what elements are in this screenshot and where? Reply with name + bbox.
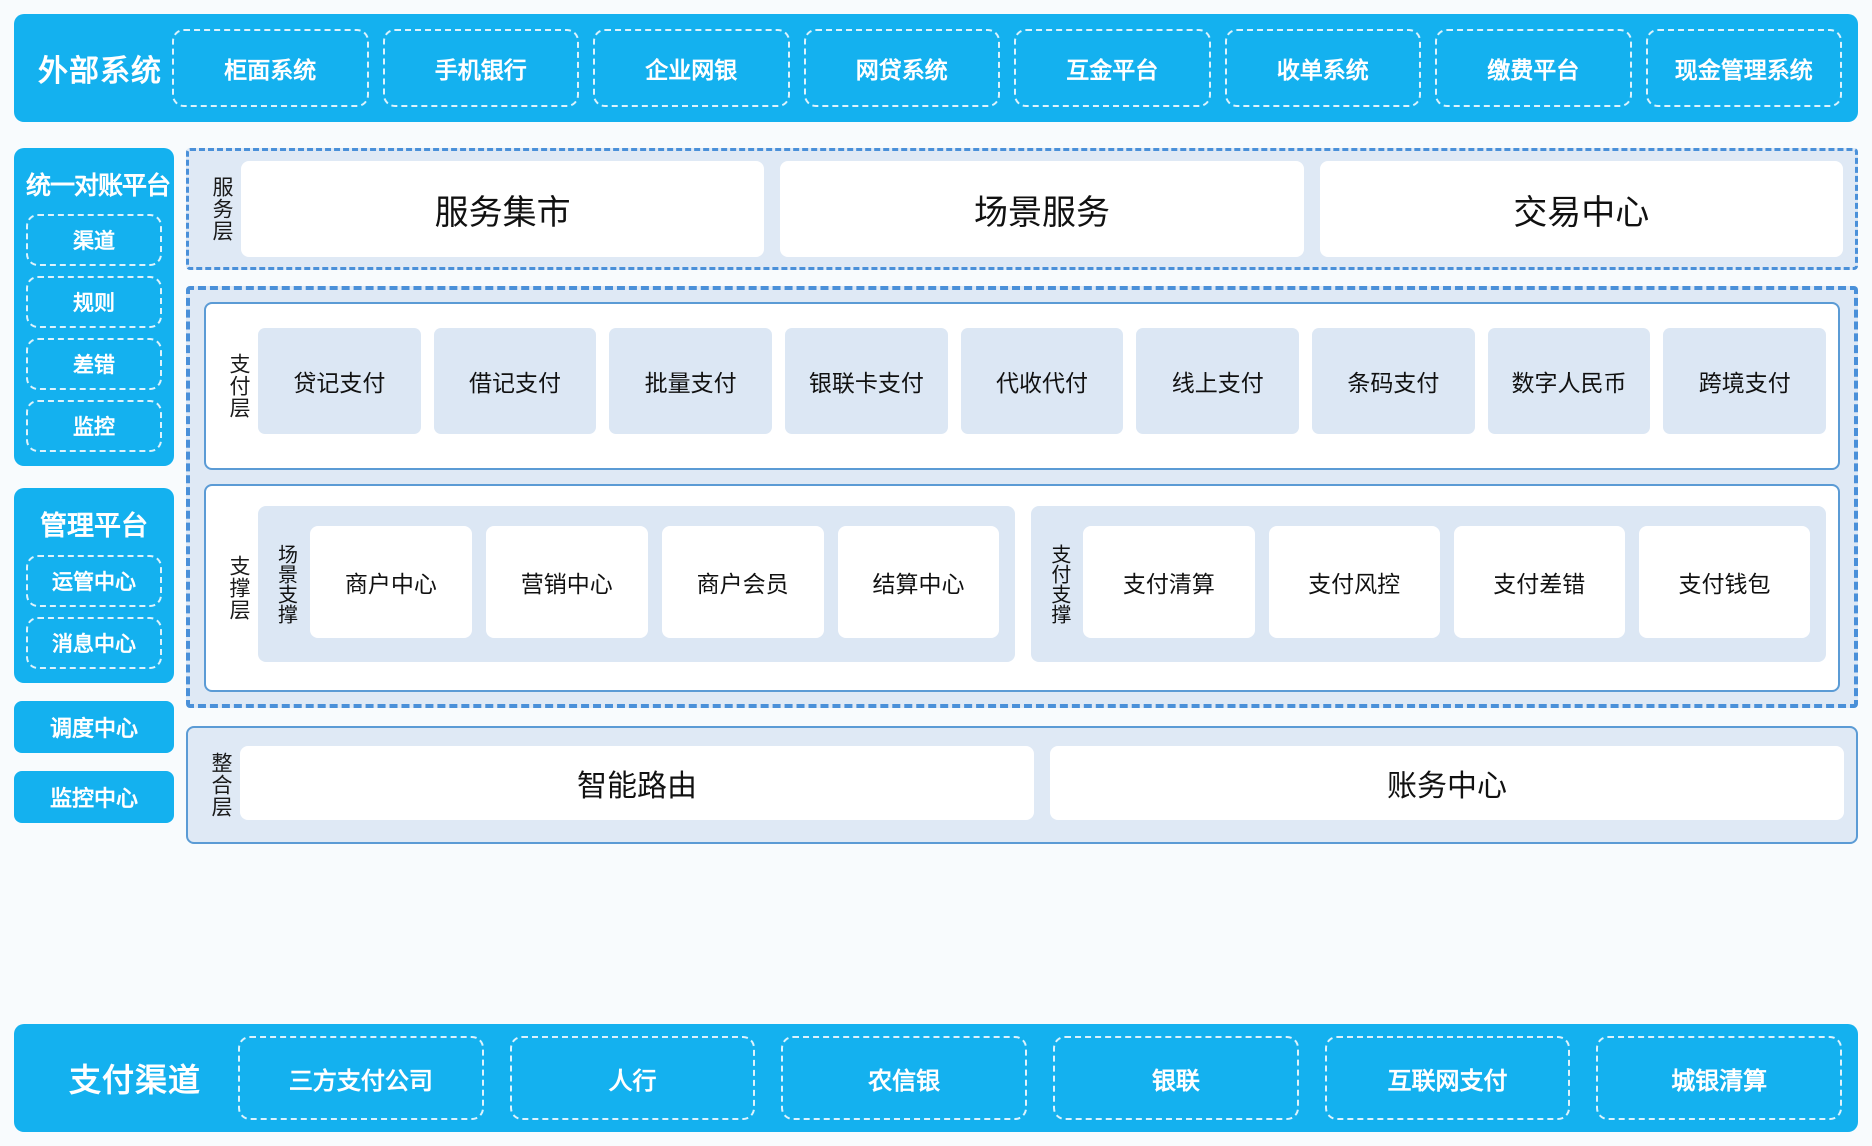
sidebar-item-channel[interactable]: 渠道 — [26, 214, 162, 266]
sidebar-item-message-center[interactable]: 消息中心 — [26, 617, 162, 669]
payment-card-online[interactable]: 线上支付 — [1136, 328, 1300, 434]
integration-layer-card-list: 智能路由 账务中心 — [240, 738, 1844, 832]
sidebar-item-monitoring-center[interactable]: 监控中心 — [14, 771, 174, 823]
payment-channel-chip[interactable]: 互联网支付 — [1324, 1036, 1571, 1120]
support-card-merchant-center[interactable]: 商户中心 — [310, 526, 472, 638]
support-layer-label: 支撑层 — [227, 555, 251, 621]
integration-card-accounting-center[interactable]: 账务中心 — [1050, 746, 1844, 820]
payment-layer-card-list: 贷记支付 借记支付 批量支付 银联卡支付 代收代付 线上支付 条码支付 数字人民… — [258, 314, 1827, 458]
service-layer-container: 服务层 服务集市 场景服务 交易中心 — [186, 148, 1858, 270]
service-card-transaction-center[interactable]: 交易中心 — [1319, 161, 1843, 257]
scenario-support-group: 场景支撑 商户中心 营销中心 商户会员 结算中心 — [258, 506, 1016, 662]
integration-layer-label: 整合层 — [209, 752, 233, 818]
service-card-scenario[interactable]: 场景服务 — [780, 161, 1304, 257]
payment-layer-label: 支付层 — [227, 353, 251, 419]
integration-card-smart-routing[interactable]: 智能路由 — [240, 746, 1034, 820]
external-system-chip[interactable]: 柜面系统 — [172, 29, 369, 107]
external-system-chip[interactable]: 收单系统 — [1224, 29, 1421, 107]
support-card-merchant-member[interactable]: 商户会员 — [661, 526, 824, 638]
management-platform-panel: 管理平台 运管中心 消息中心 — [14, 488, 174, 683]
support-layer-container: 支撑层 场景支撑 商户中心 营销中心 商户会员 结算中心 支付支撑 — [204, 484, 1840, 692]
service-card-marketplace[interactable]: 服务集市 — [241, 161, 765, 257]
sidebar-item-error[interactable]: 差错 — [26, 338, 162, 390]
external-system-chip[interactable]: 互金平台 — [1014, 29, 1211, 107]
sidebar-item-rule[interactable]: 规则 — [26, 276, 162, 328]
support-card-payment-error[interactable]: 支付差错 — [1453, 526, 1625, 638]
payment-card-credit[interactable]: 贷记支付 — [258, 328, 421, 434]
payment-channel-chip[interactable]: 三方支付公司 — [238, 1036, 484, 1120]
payment-card-collection-payment[interactable]: 代收代付 — [960, 328, 1124, 434]
payment-card-batch[interactable]: 批量支付 — [609, 328, 773, 434]
payment-support-card-list: 支付清算 支付风控 支付差错 支付钱包 — [1075, 514, 1816, 654]
external-system-chip[interactable]: 缴费平台 — [1435, 29, 1632, 107]
platform-layers: 服务层 服务集市 场景服务 交易中心 支付层 贷记支付 借记支付 批量支付 银联… — [186, 148, 1858, 844]
external-system-chip[interactable]: 企业网银 — [593, 29, 790, 107]
sidebar-item-operations-center[interactable]: 运管中心 — [26, 555, 162, 607]
support-card-settlement-center[interactable]: 结算中心 — [837, 526, 1000, 638]
payment-support-container: 支付层 贷记支付 借记支付 批量支付 银联卡支付 代收代付 线上支付 条码支付 … — [186, 286, 1858, 708]
payment-channels-band: 支付渠道 三方支付公司 人行 农信银 银联 互联网支付 城银清算 — [14, 1024, 1858, 1132]
support-layer-group-list: 场景支撑 商户中心 营销中心 商户会员 结算中心 支付支撑 支付清算 支付风控 — [258, 496, 1826, 680]
payment-channels-chip-list: 三方支付公司 人行 农信银 银联 互联网支付 城银清算 — [238, 1036, 1843, 1120]
payment-channel-chip[interactable]: 城银清算 — [1596, 1036, 1843, 1120]
service-layer-card-list: 服务集市 场景服务 交易中心 — [241, 161, 1843, 257]
reconciliation-platform-panel: 统一对账平台 渠道 规则 差错 监控 — [14, 148, 174, 466]
payment-card-barcode[interactable]: 条码支付 — [1312, 328, 1475, 434]
support-card-payment-clearing[interactable]: 支付清算 — [1083, 526, 1255, 638]
payment-layer-container: 支付层 贷记支付 借记支付 批量支付 银联卡支付 代收代付 线上支付 条码支付 … — [204, 302, 1840, 470]
scenario-support-card-list: 商户中心 营销中心 商户会员 结算中心 — [302, 514, 1005, 654]
payment-card-cross-border[interactable]: 跨境支付 — [1663, 328, 1827, 434]
sidebar-item-monitor[interactable]: 监控 — [26, 400, 162, 452]
support-card-payment-risk[interactable]: 支付风控 — [1268, 526, 1440, 638]
payment-support-group: 支付支撑 支付清算 支付风控 支付差错 支付钱包 — [1031, 506, 1826, 662]
support-card-marketing-center[interactable]: 营销中心 — [485, 526, 648, 638]
payment-channels-title: 支付渠道 — [68, 1062, 201, 1098]
payment-support-label: 支付支撑 — [1047, 544, 1070, 624]
reconciliation-platform-title: 统一对账平台 — [26, 172, 171, 200]
external-systems-band: 外部系统 柜面系统 手机银行 企业网银 网贷系统 互金平台 收单系统 缴费平台 … — [14, 14, 1858, 122]
integration-layer-container: 整合层 智能路由 账务中心 — [186, 726, 1858, 844]
payment-card-debit[interactable]: 借记支付 — [433, 328, 597, 434]
external-system-chip[interactable]: 现金管理系统 — [1645, 29, 1842, 107]
payment-channel-chip[interactable]: 银联 — [1053, 1036, 1299, 1120]
scenario-support-label: 场景支撑 — [274, 544, 297, 624]
external-systems-chip-list: 柜面系统 手机银行 企业网银 网贷系统 互金平台 收单系统 缴费平台 现金管理系… — [172, 29, 1842, 107]
external-systems-title: 外部系统 — [38, 55, 162, 88]
payment-channel-chip[interactable]: 农信银 — [781, 1036, 1028, 1120]
service-layer-label: 服务层 — [210, 176, 234, 242]
payment-card-digital-rmb[interactable]: 数字人民币 — [1487, 328, 1651, 434]
support-card-payment-wallet[interactable]: 支付钱包 — [1638, 526, 1811, 638]
management-platform-title: 管理平台 — [40, 511, 148, 541]
external-system-chip[interactable]: 网贷系统 — [803, 29, 1000, 107]
left-sidebar: 统一对账平台 渠道 规则 差错 监控 管理平台 运管中心 消息中心 调度中心 监… — [14, 148, 174, 823]
sidebar-item-scheduling-center[interactable]: 调度中心 — [14, 701, 174, 753]
payment-channel-chip[interactable]: 人行 — [509, 1036, 756, 1120]
payment-card-unionpay[interactable]: 银联卡支付 — [785, 328, 948, 434]
external-system-chip[interactable]: 手机银行 — [382, 29, 579, 107]
